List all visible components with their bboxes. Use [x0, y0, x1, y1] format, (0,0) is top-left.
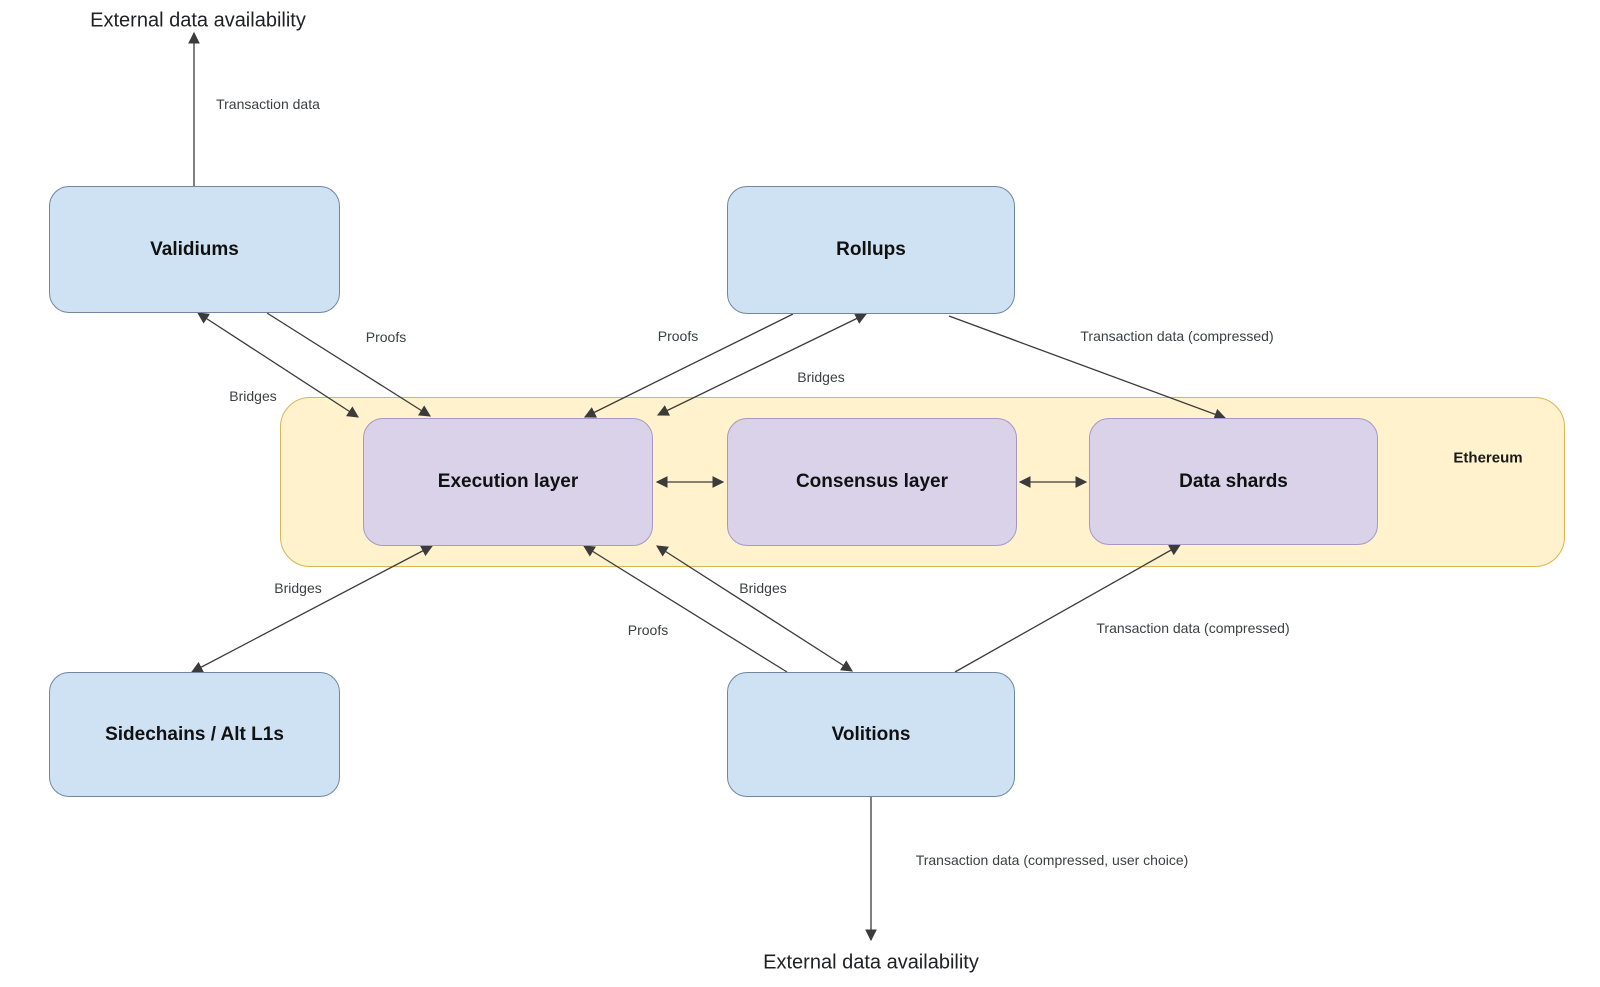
label-proofs-validiums: Proofs — [365, 329, 407, 345]
node-validiums-label: Validiums — [150, 238, 239, 260]
external-data-availability-top: External data availability — [90, 9, 306, 32]
node-rollups-label: Rollups — [836, 239, 906, 260]
node-execution-layer-label: Execution layer — [437, 471, 579, 492]
node-consensus-layer-label: Consensus layer — [795, 471, 949, 492]
edge-rollups-execution-bridges — [656, 313, 868, 416]
node-volitions-label: Volitions — [831, 723, 911, 745]
label-transaction-data-compressed-volitions: Transaction data (compressed) — [1096, 620, 1290, 636]
node-sidechains: Sidechains / Alt L1s — [49, 672, 340, 797]
edge-sidechains-execution-bridges — [190, 545, 434, 673]
node-rollups: Rollups — [727, 186, 1015, 314]
label-transaction-data: Transaction data — [216, 96, 320, 112]
ethereum-band-label: Ethereum — [1453, 449, 1523, 467]
label-proofs-rollups: Proofs — [657, 328, 699, 344]
edge-volitions-to-datashards — [954, 544, 1182, 673]
node-data-shards: Data shards — [1089, 418, 1378, 545]
label-bridges-validiums: Bridges — [229, 388, 277, 404]
edge-validiums-execution-bridges — [197, 312, 359, 418]
node-execution-layer: Execution layer — [363, 418, 653, 546]
label-proofs-volitions: Proofs — [627, 622, 669, 638]
label-transaction-data-compressed-rollups: Transaction data (compressed) — [1080, 328, 1274, 344]
node-consensus-layer: Consensus layer — [727, 418, 1017, 546]
label-transaction-data-user-choice: Transaction data (compressed, user choic… — [915, 852, 1189, 868]
node-validiums: Validiums — [49, 186, 340, 313]
external-data-availability-bottom: External data availability — [763, 951, 979, 974]
node-volitions: Volitions — [727, 672, 1015, 797]
node-sidechains-label: Sidechains / Alt L1s — [105, 723, 284, 745]
node-data-shards-label: Data shards — [1179, 470, 1288, 492]
edge-volitions-execution-bridges — [656, 545, 853, 672]
label-bridges-volitions: Bridges — [739, 580, 787, 596]
edge-rollups-to-datashards — [948, 315, 1227, 420]
label-bridges-sidechains: Bridges — [274, 580, 322, 596]
label-bridges-rollups: Bridges — [797, 369, 845, 385]
